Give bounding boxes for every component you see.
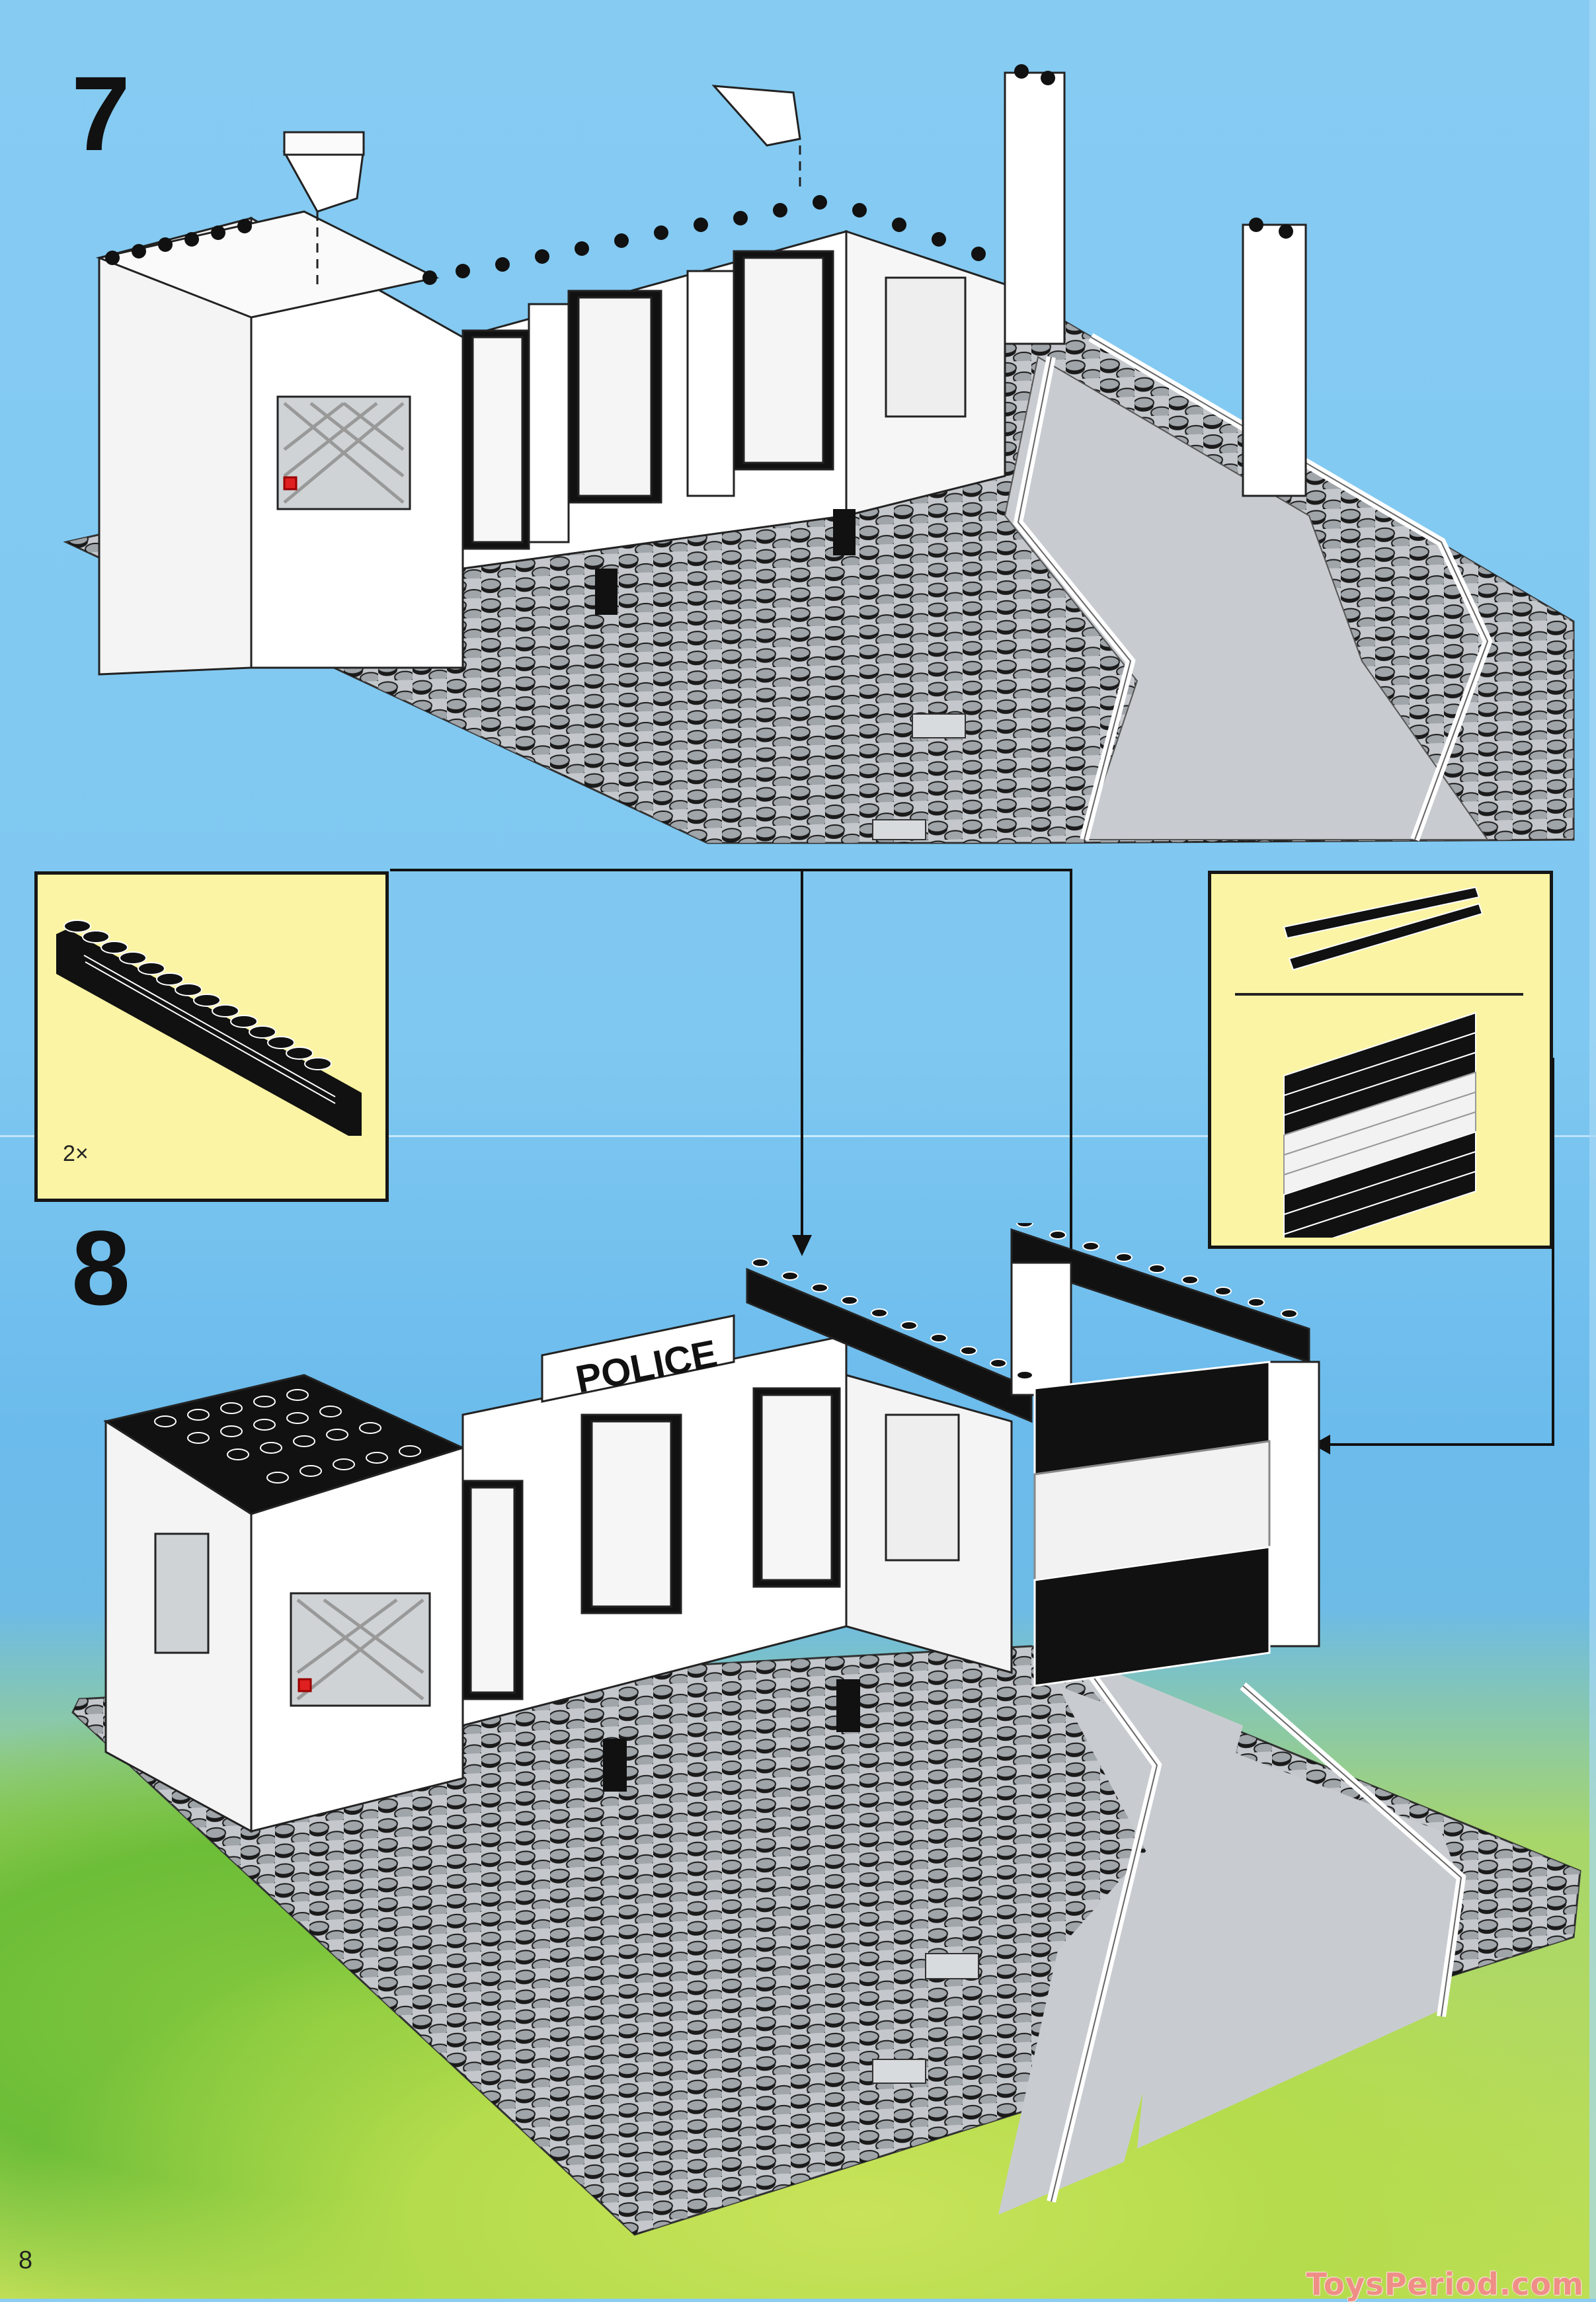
part-quantity: 2× (63, 1141, 89, 1166)
beam-studs (752, 1223, 1298, 1380)
step8-building (103, 1228, 1320, 1833)
parts-callout-right (1208, 871, 1553, 1249)
step-number-7: 7 (71, 54, 130, 173)
step7-baseplate (63, 316, 1575, 844)
watermark: ToysPeriod.com (1306, 2266, 1584, 2302)
page-fold-crease (0, 1135, 1596, 1137)
step8-baseplate (71, 1643, 1581, 2236)
step-number-8: 8 (71, 1209, 130, 1327)
hinged-door-sections (1283, 886, 1484, 971)
page-edge (1589, 0, 1596, 2299)
step7-slope-bricks (282, 85, 801, 291)
roof-studs (154, 1389, 421, 1484)
black-brick-1x16-icon (56, 920, 362, 1136)
page-number: 8 (19, 2246, 33, 2274)
step-7-illustration (63, 64, 1575, 844)
sub-step-divider (1235, 993, 1523, 996)
step7-walls (95, 71, 1307, 676)
parts-callout-left: 2× (34, 871, 389, 1202)
garage-door-assembly-icon (1283, 886, 1484, 971)
garage-door (1033, 1361, 1271, 1687)
step7-wall-studs (105, 64, 1293, 285)
stacked-door-sections-icon (1283, 1012, 1476, 1238)
step-8-illustration: POLICE (71, 1223, 1581, 2236)
